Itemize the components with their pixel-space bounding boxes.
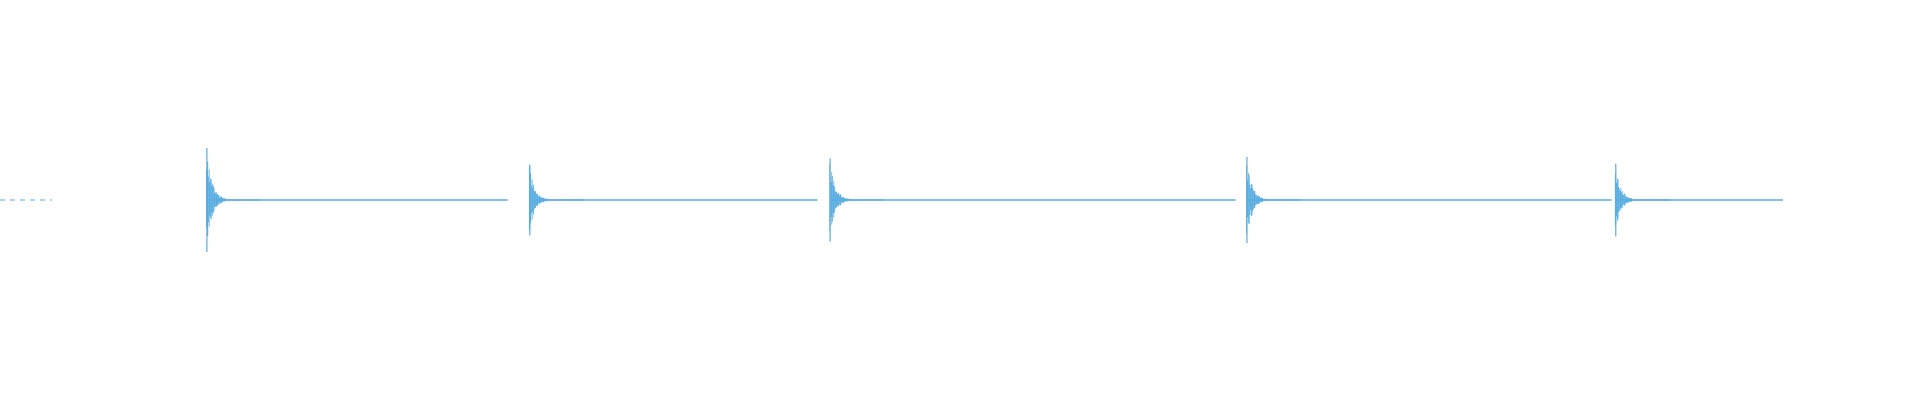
transient-4	[1246, 156, 1612, 244]
transient-3	[829, 158, 1236, 242]
transient-1	[205, 148, 508, 252]
transient-5	[1614, 163, 1784, 237]
transient-2	[528, 164, 818, 236]
